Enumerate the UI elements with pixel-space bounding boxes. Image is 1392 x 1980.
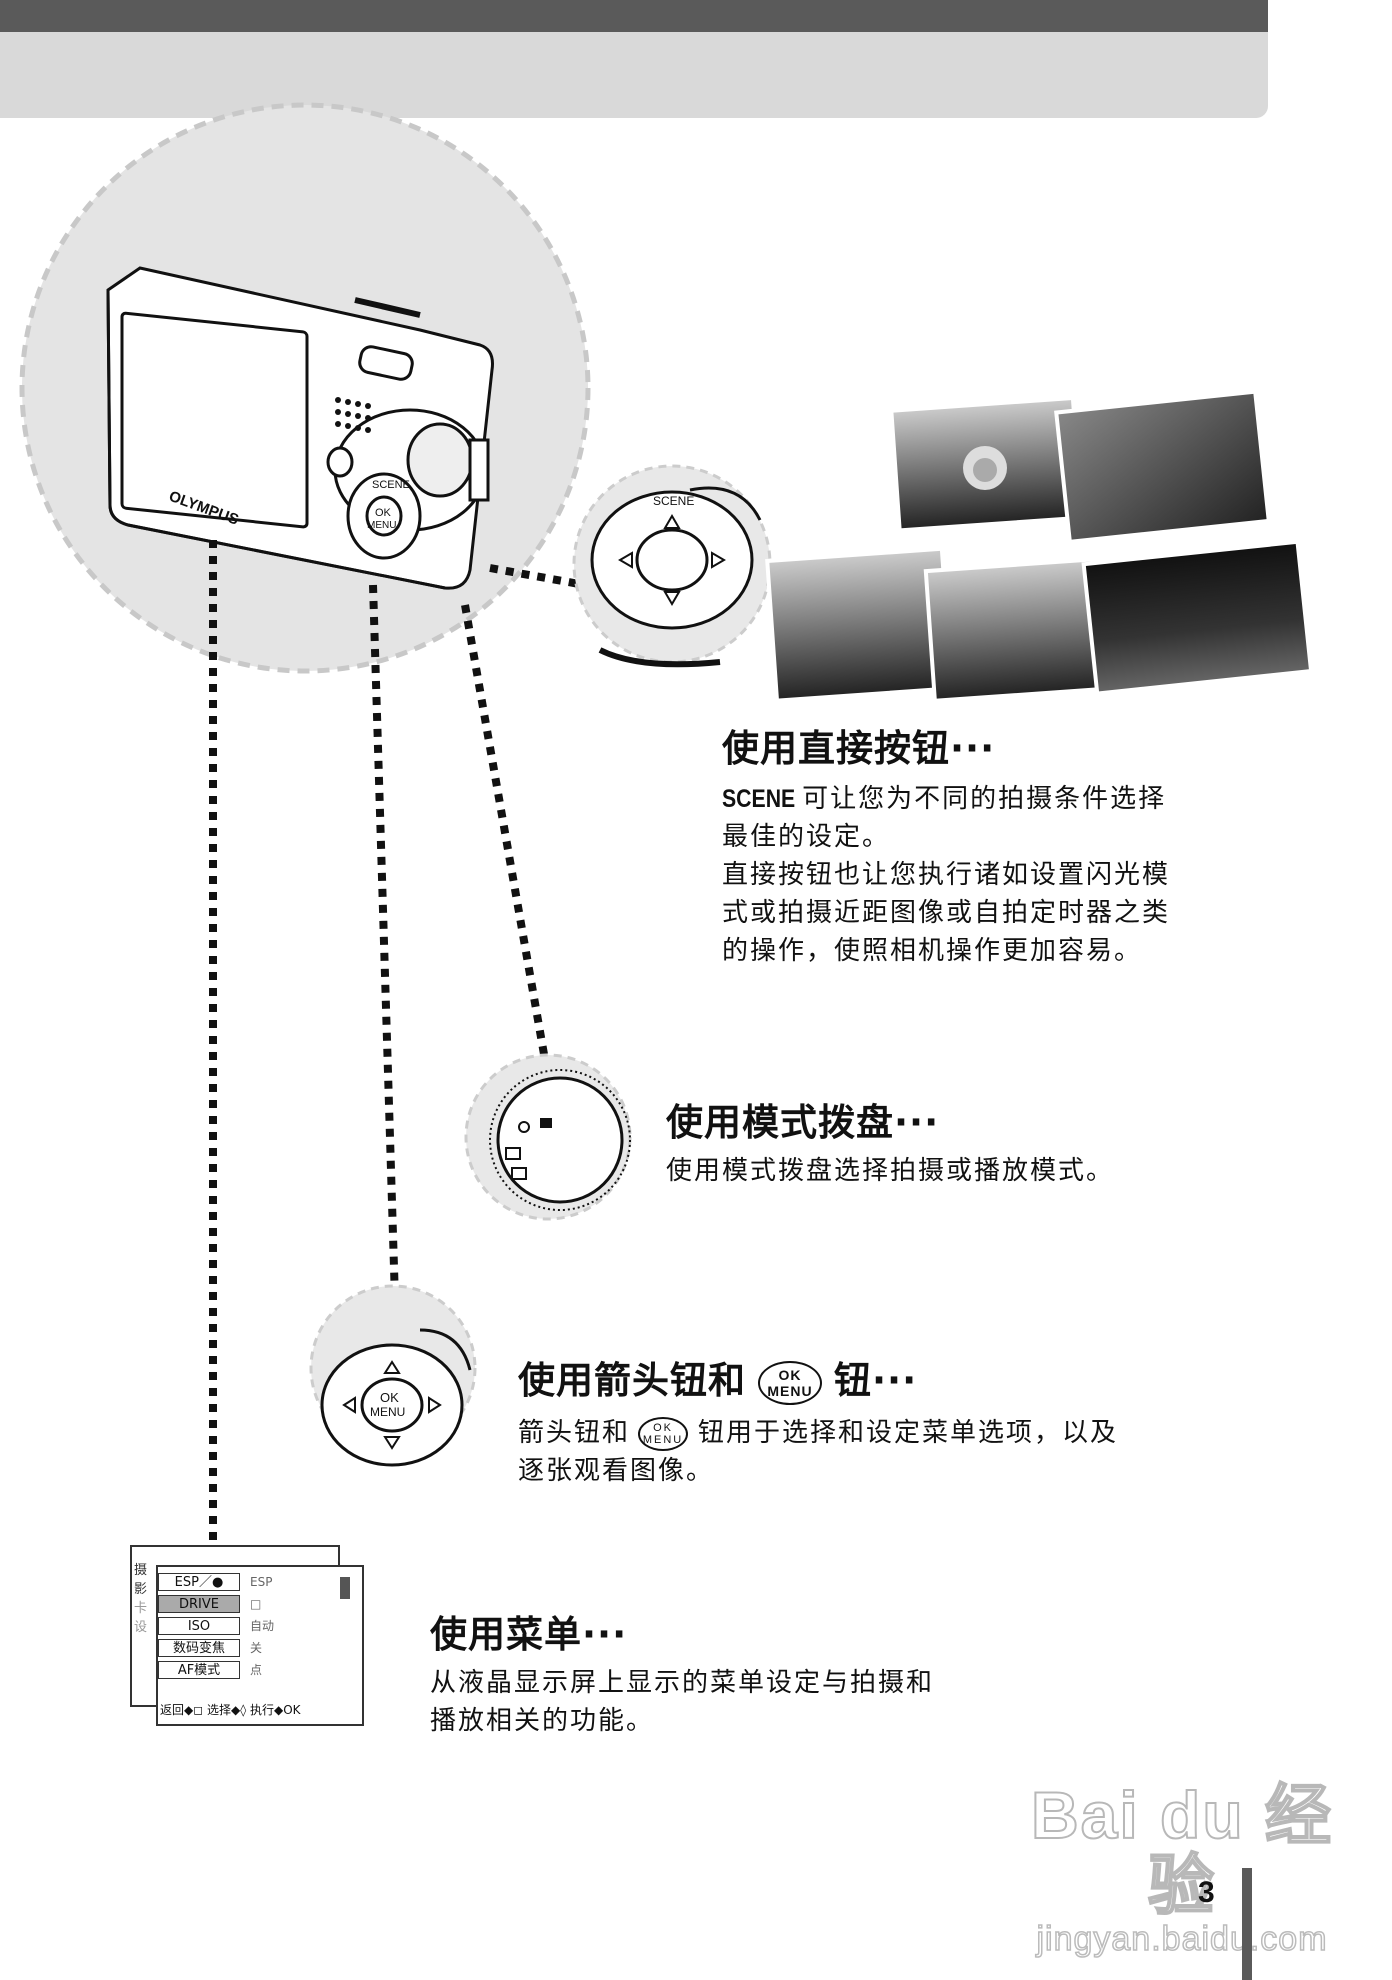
section-mode-dial-body: 使用模式拨盘选择拍摄或播放模式。 — [666, 1156, 1115, 1186]
photo-collage — [765, 389, 1314, 703]
menu-value: ESP — [250, 1575, 273, 1589]
scene-tag: SCENE — [722, 785, 796, 813]
section-mode-dial-heading: 使用模式拨盘··· — [666, 1101, 940, 1144]
menu-screen-illustration: 摄 影 卡 设 ESP／● ESP DRIVE □ ISO 自动 数码变焦关 AF模式… — [130, 1545, 364, 1726]
watermark-logo: Bai du 经验 — [1030, 1778, 1333, 1922]
menu-value: 关 — [250, 1641, 263, 1655]
page-number: 3 — [1198, 1876, 1215, 1909]
arrow-pad-heading-a: 使用箭头钮和 — [518, 1359, 746, 1402]
baidu-watermark: Bai du 经验 jingyan.baidu.com — [1002, 1779, 1362, 1959]
menu-option-selected: DRIVE — [158, 1595, 240, 1613]
direct-buttons-zoom: SCENE — [572, 464, 772, 668]
menu-scrollbar — [340, 1577, 350, 1599]
leader-lines — [209, 540, 586, 1540]
header-bar — [0, 0, 1268, 32]
menu-option: ISO — [158, 1617, 240, 1635]
camera-scene-label: SCENE — [372, 479, 410, 491]
menu-option: ESP／● — [158, 1573, 240, 1591]
menu-value: □ — [250, 1597, 262, 1611]
menu-value: 点 — [250, 1663, 263, 1677]
arrow-pad-zoom: OK MENU — [309, 1284, 477, 1467]
menu-side-tabs: 摄 影 卡 设 — [134, 1563, 148, 1635]
camera-menu-label: MENU — [367, 520, 396, 531]
svg-text:OK: OK — [380, 1390, 399, 1405]
mode-dial-zoom — [464, 1053, 632, 1221]
menu-value: 自动 — [250, 1619, 275, 1633]
arrow-pad-heading-b: 钮··· — [834, 1359, 918, 1402]
direct-buttons-line2: 直接按钮也让您执行诸如设置闪光模式或拍摄近距图像或自拍定时器之类的操作，使照相机… — [722, 860, 1171, 966]
svg-text:SCENE: SCENE — [653, 494, 694, 508]
section-direct-buttons-heading: 使用直接按钮··· — [722, 727, 996, 770]
menu-option: AF模式 — [158, 1661, 240, 1679]
section-menu-body: 从液晶显示屏上显示的菜单设定与拍摄和播放相关的功能。 — [430, 1668, 935, 1736]
camera-speaker-dots — [335, 397, 371, 433]
camera-illustration — [106, 266, 494, 590]
direct-buttons-text1: 可让您为不同的拍摄条件选择最佳的设定。 — [722, 784, 1167, 852]
menu-option: 数码变焦 — [158, 1639, 240, 1657]
camera-ok-label: OK — [375, 507, 392, 519]
svg-text:MENU: MENU — [370, 1405, 405, 1419]
section-menu-heading: 使用菜单··· — [430, 1613, 628, 1656]
watermark-url: jingyan.baidu.com — [1036, 1919, 1328, 1959]
arrow-pad-body-b: 钮用于选择和设定菜单选项，以及逐张观看图像。 — [518, 1418, 1119, 1486]
arrow-pad-body-a: 箭头钮和 — [518, 1418, 631, 1448]
menu-footer: 返回◆◻ 选择◆◊ 执行◆OK — [160, 1703, 301, 1717]
header-band — [0, 32, 1268, 118]
page-edge-bar — [1242, 1868, 1252, 1980]
